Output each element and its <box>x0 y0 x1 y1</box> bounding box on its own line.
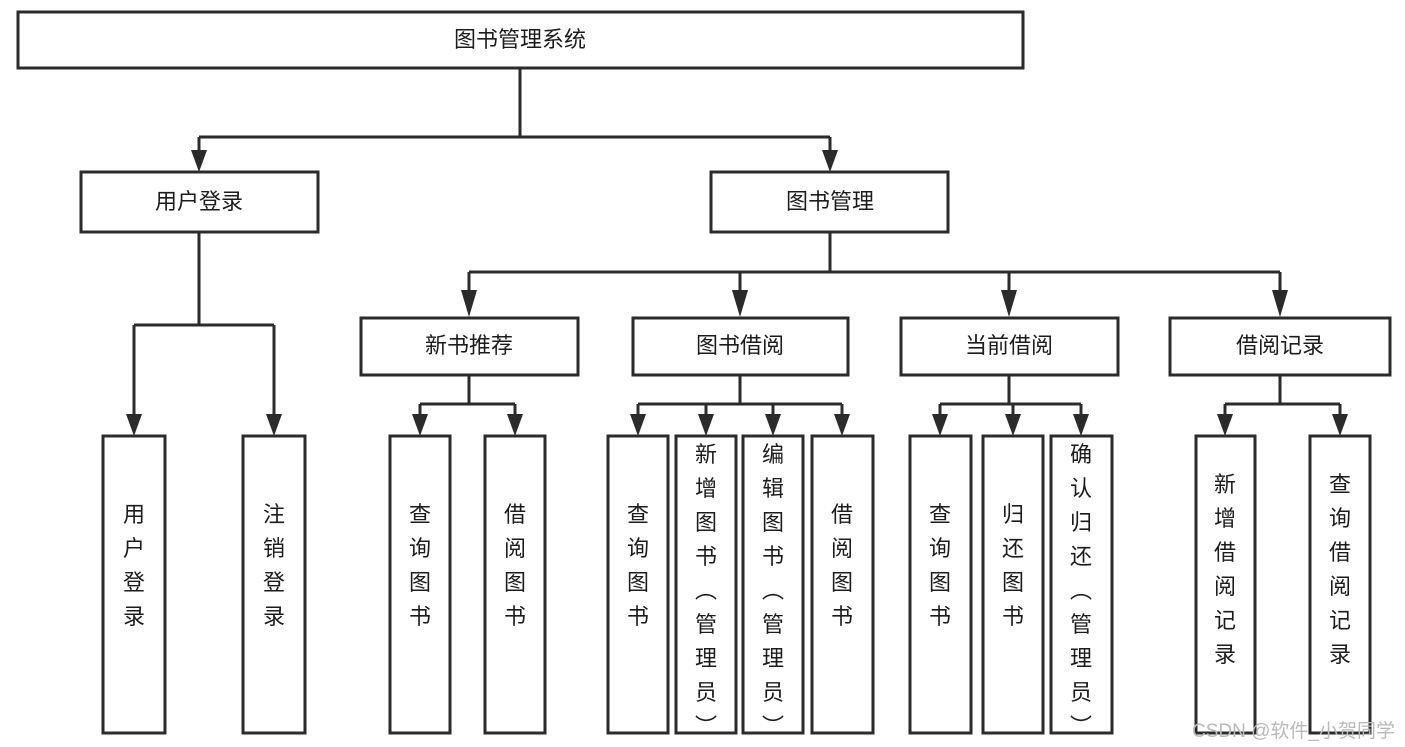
node-leaf-edit-book-box[interactable] <box>741 434 805 735</box>
arrow-head-user-login <box>191 150 207 172</box>
node-root[interactable]: 图书管理系统 <box>16 10 1025 70</box>
node-leaf-logout-box[interactable] <box>241 434 307 735</box>
arrow-head-borrow-record <box>1272 290 1288 317</box>
node-new-book-recommend-label: 新书推荐 <box>425 333 513 358</box>
arrow-head-leaf-return-book <box>1005 414 1021 436</box>
arrow-head-leaf-query-book-1 <box>412 414 428 436</box>
node-new-book-recommend[interactable]: 新书推荐 <box>359 316 580 377</box>
node-leaf-return-book-label: 归还图书 <box>1002 502 1024 629</box>
node-root-box[interactable] <box>16 10 1025 70</box>
node-user-login-label: 用户登录 <box>155 189 243 214</box>
node-leaf-borrow-book-1[interactable]: 借阅图书 <box>483 434 547 735</box>
node-leaf-borrow-book-2-label: 借阅图书 <box>831 502 853 629</box>
node-leaf-user-login-label: 用户登录 <box>123 502 145 629</box>
arrow-head-leaf-borrow-book-1 <box>507 414 523 436</box>
node-user-login-box[interactable] <box>79 170 320 234</box>
node-leaf-return-book-box[interactable] <box>981 434 1045 735</box>
node-leaf-user-login[interactable]: 用户登录 <box>101 434 167 735</box>
arrow-head-leaf-confirm-return <box>1073 414 1089 436</box>
node-leaf-borrow-book-1-box[interactable] <box>483 434 547 735</box>
node-leaf-add-record[interactable]: 新增借阅记录 <box>1194 434 1257 735</box>
node-leaf-query-record-label: 查询借阅记录 <box>1329 472 1351 667</box>
node-leaf-query-record[interactable]: 查询借阅记录 <box>1308 434 1372 735</box>
node-user-login[interactable]: 用户登录 <box>79 170 320 234</box>
node-leaf-query-record-box[interactable] <box>1308 434 1372 735</box>
node-current-borrow[interactable]: 当前借阅 <box>899 316 1120 377</box>
arrow-head-leaf-logout <box>266 414 282 436</box>
node-book-manage-label: 图书管理 <box>786 189 874 214</box>
node-leaf-edit-book-label: 编辑图书︵管理员︶ <box>762 442 784 739</box>
arrow-head-leaf-user-login <box>126 414 142 436</box>
node-leaf-borrow-book-2-box[interactable] <box>810 434 875 735</box>
arrow-head-leaf-edit-book <box>765 414 781 436</box>
node-book-manage[interactable]: 图书管理 <box>709 170 950 234</box>
connector-layer <box>126 68 1348 436</box>
node-current-borrow-label: 当前借阅 <box>965 333 1053 358</box>
node-leaf-query-book-3-label: 查询图书 <box>929 502 951 629</box>
node-leaf-borrow-book-1-label: 借阅图书 <box>504 502 526 629</box>
node-leaf-query-book-2-box[interactable] <box>606 434 670 735</box>
node-leaf-add-book-label: 新增图书︵管理员︶ <box>695 442 717 739</box>
node-book-borrow-label: 图书借阅 <box>696 333 784 358</box>
watermark: CSDN @软件_小贺同学 <box>1192 721 1395 742</box>
node-leaf-edit-book[interactable]: 编辑图书︵管理员︶ <box>741 434 805 739</box>
node-leaf-query-book-1-label: 查询图书 <box>409 502 431 629</box>
arrow-head-book-borrow <box>732 290 748 317</box>
node-leaf-query-book-1-box[interactable] <box>388 434 452 735</box>
node-leaf-user-login-box[interactable] <box>101 434 167 735</box>
node-leaf-add-record-label: 新增借阅记录 <box>1214 472 1236 667</box>
arrow-head-leaf-query-record <box>1332 414 1348 436</box>
node-leaf-confirm-return-box[interactable] <box>1049 434 1114 735</box>
node-leaf-query-book-2[interactable]: 查询图书 <box>606 434 670 735</box>
node-leaf-confirm-return-label: 确认归还︵管理员︶ <box>1070 442 1092 739</box>
node-leaf-query-book-3[interactable]: 查询图书 <box>908 434 973 735</box>
arrow-head-leaf-add-record <box>1217 414 1233 436</box>
node-leaf-return-book[interactable]: 归还图书 <box>981 434 1045 735</box>
node-new-book-recommend-box[interactable] <box>359 316 580 377</box>
arrow-head-leaf-add-book <box>698 414 714 436</box>
node-borrow-record[interactable]: 借阅记录 <box>1168 316 1392 377</box>
node-book-manage-box[interactable] <box>709 170 950 234</box>
node-borrow-record-box[interactable] <box>1168 316 1392 377</box>
node-leaf-query-book-3-box[interactable] <box>908 434 973 735</box>
node-leaf-add-record-box[interactable] <box>1194 434 1257 735</box>
node-current-borrow-box[interactable] <box>899 316 1120 377</box>
arrow-head-leaf-borrow-book-2 <box>834 414 850 436</box>
arrow-head-current-borrow <box>1001 290 1017 317</box>
node-borrow-record-label: 借阅记录 <box>1236 333 1324 358</box>
arrow-head-new-book-recommend <box>461 290 477 317</box>
node-leaf-add-book-box[interactable] <box>674 434 738 735</box>
arrow-head-leaf-query-book-2 <box>630 414 646 436</box>
node-leaf-logout-label: 注销登录 <box>263 502 285 629</box>
arrow-head-leaf-query-book-3 <box>932 414 948 436</box>
node-book-borrow-box[interactable] <box>631 316 850 377</box>
node-leaf-logout[interactable]: 注销登录 <box>241 434 307 735</box>
node-root-label: 图书管理系统 <box>454 27 586 52</box>
node-book-borrow[interactable]: 图书借阅 <box>631 316 850 377</box>
node-leaf-query-book-1[interactable]: 查询图书 <box>388 434 452 735</box>
arrow-head-book-manage <box>822 150 838 172</box>
node-leaf-confirm-return[interactable]: 确认归还︵管理员︶ <box>1049 434 1114 739</box>
node-leaf-add-book[interactable]: 新增图书︵管理员︶ <box>674 434 738 739</box>
node-leaf-query-book-2-label: 查询图书 <box>627 502 649 629</box>
node-leaf-borrow-book-2[interactable]: 借阅图书 <box>810 434 875 735</box>
